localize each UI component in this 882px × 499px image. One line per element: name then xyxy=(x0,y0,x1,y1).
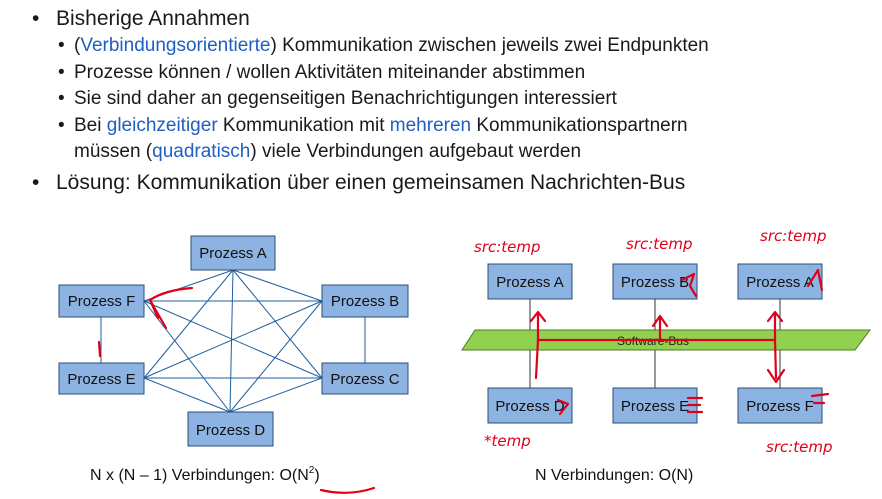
ink-arrow-down xyxy=(766,368,786,384)
bus-process-top-1: Prozess A xyxy=(487,263,573,300)
sub-bullet-2: • Prozesse können / wollen Aktivitäten mi… xyxy=(28,60,868,87)
ink-src-1: src:temp xyxy=(474,238,541,256)
sub-bullet-3: • Sie sind daher an gegenseitigen Benachr… xyxy=(28,86,868,113)
process-e-node: Prozess E xyxy=(58,362,145,395)
caption-close: ) xyxy=(314,467,319,484)
caption-exponent: 2 xyxy=(309,465,315,476)
bullet-text: Lösung: Kommunikation über einen gemeins… xyxy=(56,170,686,194)
ink-arrow-up-2 xyxy=(651,314,669,342)
bus-process-bottom-3-label: Prozess F xyxy=(746,398,814,415)
bus-caption: N Verbindungen: O(N) xyxy=(535,467,693,484)
highlight-simultaneous: gleichzeitiger xyxy=(106,114,218,136)
bus-process-bottom-2-label: Prozess E xyxy=(621,398,689,415)
text: Kommunikationspartnern xyxy=(471,114,688,136)
ink-mark-e-f xyxy=(97,340,102,358)
bullet-text: Bisherige Annahmen xyxy=(56,7,250,30)
bullet-dot: • xyxy=(32,170,40,194)
process-c-node: Prozess C xyxy=(321,362,409,395)
mesh-links xyxy=(100,269,366,413)
ink-letter-c xyxy=(806,268,824,292)
bus-process-bottom-3: Prozess F xyxy=(737,387,823,424)
text: Prozesse können / wollen Aktivitäten mit… xyxy=(74,61,586,83)
ink-letter-f xyxy=(810,392,830,405)
highlight-multiple: mehreren xyxy=(389,114,472,136)
bullet-dot: • xyxy=(58,114,65,136)
sub-bullet-1: • (Verbindungsorientierte) Kommunikation … xyxy=(28,33,868,60)
bus-process-top-2: Prozess B xyxy=(612,263,698,300)
text: ( xyxy=(74,35,81,56)
caption-big-o: O(N xyxy=(279,467,308,484)
text: ) Kommunikation zwischen jeweils zwei En… xyxy=(270,35,709,56)
ink-underline-big-o xyxy=(319,486,376,494)
bullet-dot: • xyxy=(58,35,65,56)
process-e-label: Prozess E xyxy=(67,371,135,388)
ink-sink: *temp xyxy=(484,432,531,450)
bus-process-bottom-2: Prozess E xyxy=(612,387,698,424)
ink-src-3: src:temp xyxy=(760,227,827,245)
bullet-dot: • xyxy=(32,7,40,30)
red-annotations: src:temp src:temp src:temp *temp src:tem… xyxy=(97,227,833,494)
mesh-diagram: Prozess A Prozess F Prozess B Prozess E … xyxy=(58,235,409,484)
process-f-node: Prozess F xyxy=(58,284,145,318)
bus-process-top-3: Prozess A xyxy=(737,263,823,300)
highlight-quadratic: quadratisch xyxy=(152,141,251,162)
bullet-solution: • Lösung: Kommunikation über einen gemei… xyxy=(28,170,868,196)
bus-process-top-1-label: Prozess A xyxy=(496,274,564,291)
text: ) viele Verbindungen aufgebaut werden xyxy=(250,141,582,162)
process-b-label: Prozess B xyxy=(331,293,399,310)
process-d-node: Prozess D xyxy=(187,411,274,447)
sub-bullet-list: • (Verbindungsorientierte) Kommunikation … xyxy=(28,33,868,166)
bullet-previous-assumptions: • Bisherige Annahmen xyxy=(28,6,868,32)
ink-letter-b xyxy=(680,272,698,298)
bus-process-bottom-1-label: Prozess D xyxy=(495,398,564,415)
text: Sie sind daher an gegenseitigen Benachri… xyxy=(74,88,617,109)
ink-letter-e xyxy=(686,396,704,414)
text: Bei xyxy=(74,114,107,136)
ink-src-4: src:temp xyxy=(766,438,833,456)
process-a-node: Prozess A xyxy=(190,235,276,271)
process-f-label: Prozess F xyxy=(68,293,136,310)
bullet-dot: • xyxy=(58,61,65,83)
text: müssen ( xyxy=(74,141,153,162)
ink-arrowhead-f xyxy=(148,298,168,330)
sub-bullet-4: • Bei gleichzeitiger Kommunikation mit me… xyxy=(28,113,868,166)
ink-arrow-to-f xyxy=(148,286,194,302)
bus-process-top-3-label: Prozess A xyxy=(746,274,814,291)
process-a-label: Prozess A xyxy=(199,245,267,262)
bus-process-top-2-label: Prozess B xyxy=(621,274,689,291)
process-d-label: Prozess D xyxy=(196,422,265,439)
ink-bus-path xyxy=(534,338,778,380)
ink-letter-d xyxy=(556,398,570,416)
highlight-connection-oriented: Verbindungsorientierte xyxy=(80,35,271,56)
caption-text: N x (N – 1) Verbindungen: xyxy=(90,467,279,484)
mesh-caption: N x (N – 1) Verbindungen: O(N2) xyxy=(90,465,320,484)
bullet-dot: • xyxy=(58,88,65,109)
bus-process-bottom-1: Prozess D xyxy=(487,387,573,424)
text: Kommunikation mit xyxy=(217,114,390,136)
process-b-node: Prozess B xyxy=(321,284,409,318)
ink-arrow-up-1 xyxy=(529,310,547,342)
ink-src-2: src:temp xyxy=(626,235,693,253)
process-c-label: Prozess C xyxy=(330,371,399,388)
bullet-list: • Bisherige Annahmen • (Verbindungsorient… xyxy=(28,6,868,196)
ink-arrow-up-3 xyxy=(766,310,784,342)
